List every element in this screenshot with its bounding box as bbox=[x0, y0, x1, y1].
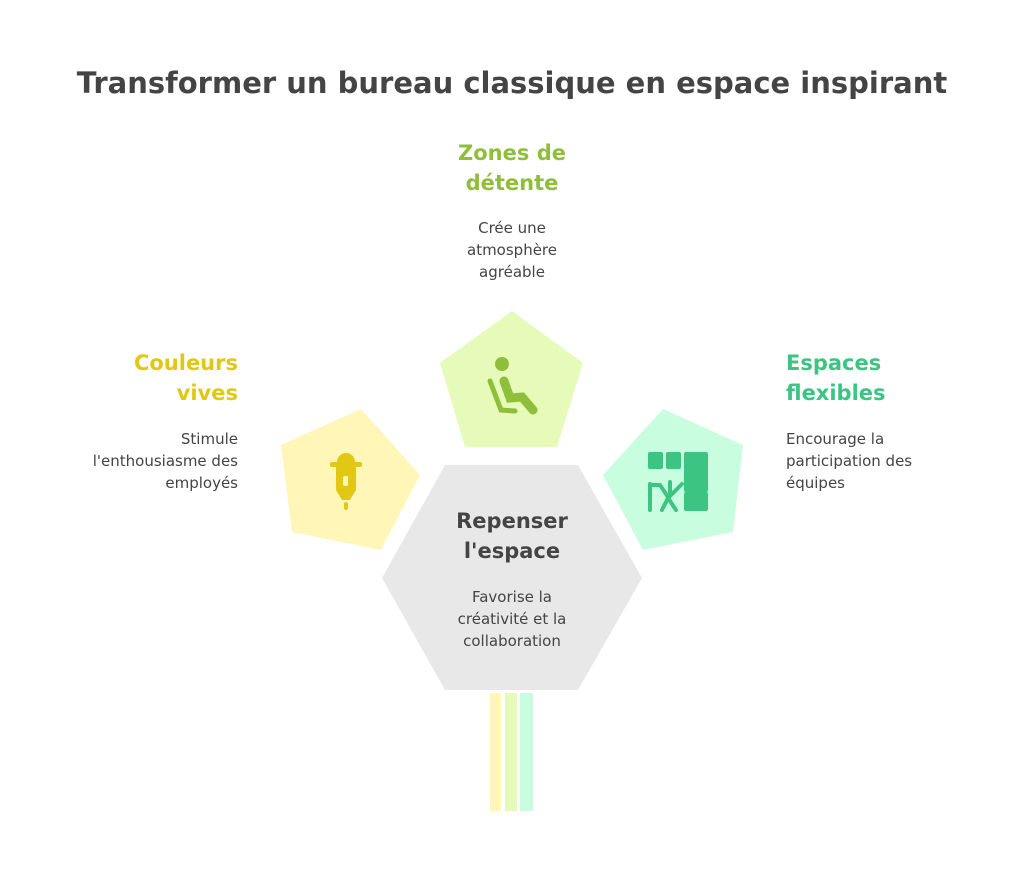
right-pentagon bbox=[603, 409, 743, 550]
left-desc-line1: Stimule bbox=[180, 430, 238, 448]
top-desc-line3: agréable bbox=[479, 263, 545, 281]
green-bar bbox=[505, 693, 517, 811]
lamp-icon bbox=[330, 453, 362, 510]
center-hexagon bbox=[382, 465, 642, 690]
center-desc-line1: Favorise la bbox=[471, 588, 552, 606]
left-description: Stimule l'enthousiasme des employés bbox=[20, 428, 238, 494]
top-pentagon bbox=[440, 311, 583, 447]
top-description: Crée une atmosphère agréable bbox=[412, 217, 612, 283]
center-desc-line3: collaboration bbox=[463, 632, 561, 650]
center-description: Favorise la créativité et la collaborati… bbox=[412, 586, 612, 652]
center-title-line1: Repenser bbox=[456, 509, 568, 533]
center-desc-line2: créativité et la bbox=[457, 610, 567, 628]
left-title-line1: Couleurs bbox=[133, 351, 238, 375]
yellow-bar bbox=[490, 693, 501, 811]
top-heading: Zones de détente bbox=[412, 138, 612, 198]
right-desc-line3: équipes bbox=[786, 474, 845, 492]
top-desc-line1: Crée une bbox=[478, 219, 546, 237]
right-title-line2: flexibles bbox=[786, 381, 886, 405]
right-heading: Espaces flexibles bbox=[786, 348, 1006, 408]
reclining-person-icon bbox=[487, 357, 538, 415]
right-desc-line1: Encourage la bbox=[786, 430, 885, 448]
office-layout-icon bbox=[648, 452, 708, 512]
right-title-line1: Espaces bbox=[786, 351, 882, 375]
left-heading: Couleurs vives bbox=[40, 348, 238, 408]
mint-bar bbox=[520, 693, 533, 811]
left-desc-line2: l'enthousiasme des bbox=[92, 452, 238, 470]
center-title-line2: l'espace bbox=[463, 539, 561, 563]
top-desc-line2: atmosphère bbox=[467, 241, 557, 259]
diagram-title: Transformer un bureau classique en espac… bbox=[76, 66, 948, 100]
top-title-line2: détente bbox=[465, 171, 559, 195]
top-title-line1: Zones de bbox=[458, 141, 566, 165]
left-desc-line3: employés bbox=[165, 474, 238, 492]
center-heading: Repenser l'espace bbox=[412, 506, 612, 566]
right-desc-line2: participation des bbox=[786, 452, 913, 470]
left-title-line2: vives bbox=[176, 381, 238, 405]
right-description: Encourage la participation des équipes bbox=[786, 428, 1006, 494]
